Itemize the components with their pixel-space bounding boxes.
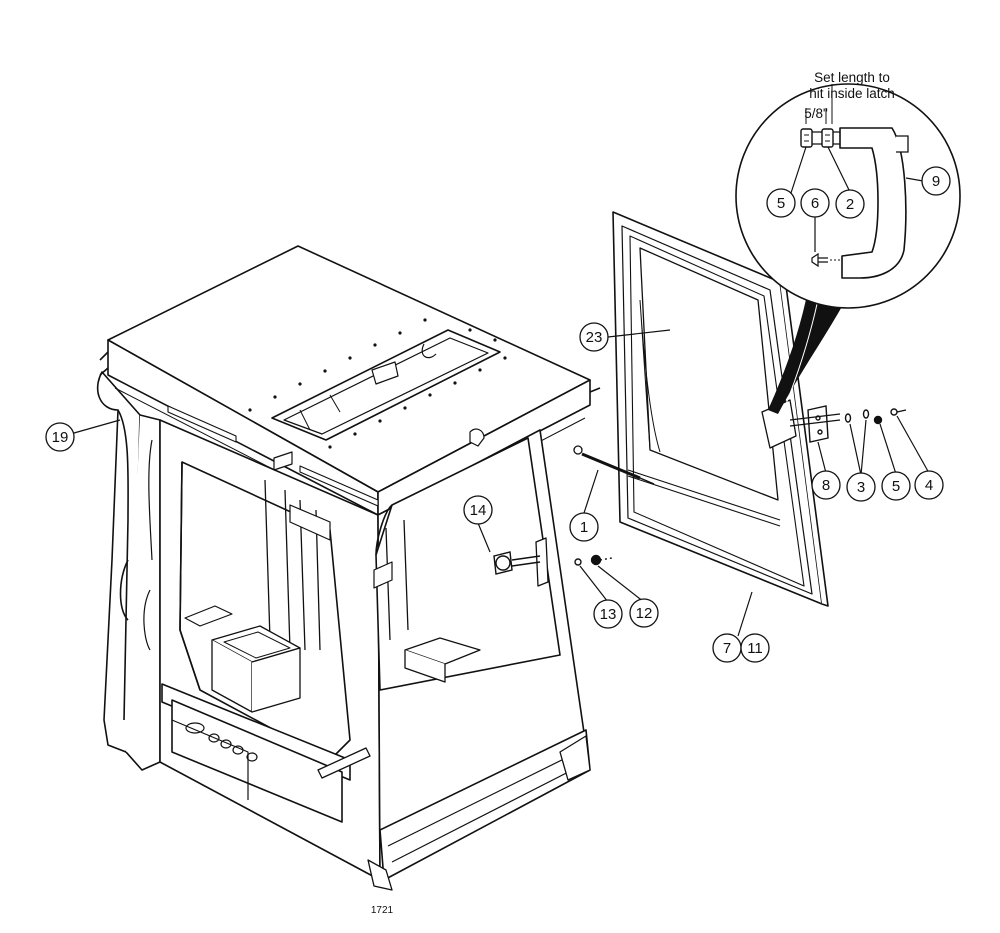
- svg-text:4: 4: [925, 477, 933, 494]
- svg-text:3: 3: [857, 479, 865, 496]
- roof-bolts: [248, 318, 507, 449]
- svg-text:1: 1: [580, 519, 588, 536]
- callout-9: 9: [921, 166, 951, 196]
- callout-7: 7: [712, 633, 742, 663]
- callout-5-lower: 5: [881, 471, 911, 501]
- lower-panel-holes: [185, 722, 258, 762]
- cab-assembly: [96, 245, 601, 891]
- figure-number: 1721: [371, 905, 394, 916]
- detail-note: Set length to hit inside latch 5/8": [804, 70, 895, 121]
- svg-text:11: 11: [747, 640, 763, 657]
- callout-2: 2: [835, 189, 865, 219]
- note-line-2: hit inside latch: [809, 86, 895, 101]
- svg-text:14: 14: [470, 502, 487, 519]
- note-line-1: Set length to: [814, 70, 890, 85]
- callout-3: 3: [846, 472, 876, 502]
- svg-text:7: 7: [723, 640, 731, 657]
- callout-1: 1: [569, 512, 599, 542]
- hinge-hardware: [493, 551, 613, 575]
- svg-text:19: 19: [52, 429, 69, 446]
- svg-text:2: 2: [846, 196, 854, 213]
- door-panel: [612, 211, 829, 607]
- latch-parts: [789, 405, 907, 443]
- svg-text:8: 8: [822, 477, 830, 494]
- cable-part: [573, 445, 655, 485]
- svg-text:13: 13: [600, 606, 617, 623]
- callout-6: 6: [800, 188, 830, 218]
- svg-text:12: 12: [636, 605, 653, 622]
- callout-leaders: [73, 146, 930, 637]
- svg-text:5: 5: [892, 478, 900, 495]
- svg-text:5: 5: [777, 195, 785, 212]
- dimension-label: 5/8": [804, 106, 828, 121]
- callouts: 19 14 13 12 1 23 7 11 8 3 5 4 5 2 6 9: [45, 166, 951, 663]
- svg-text:9: 9: [932, 173, 940, 190]
- callout-19: 19: [45, 422, 75, 452]
- callout-5-detail: 5: [766, 188, 796, 218]
- callout-23: 23: [579, 322, 609, 352]
- callout-12: 12: [629, 598, 659, 628]
- callout-8: 8: [811, 470, 841, 500]
- callout-13: 13: [593, 599, 623, 629]
- svg-text:23: 23: [586, 329, 603, 346]
- callout-11: 11: [740, 633, 770, 663]
- callout-14: 14: [463, 495, 493, 525]
- callout-4: 4: [914, 470, 944, 500]
- svg-text:6: 6: [811, 195, 819, 212]
